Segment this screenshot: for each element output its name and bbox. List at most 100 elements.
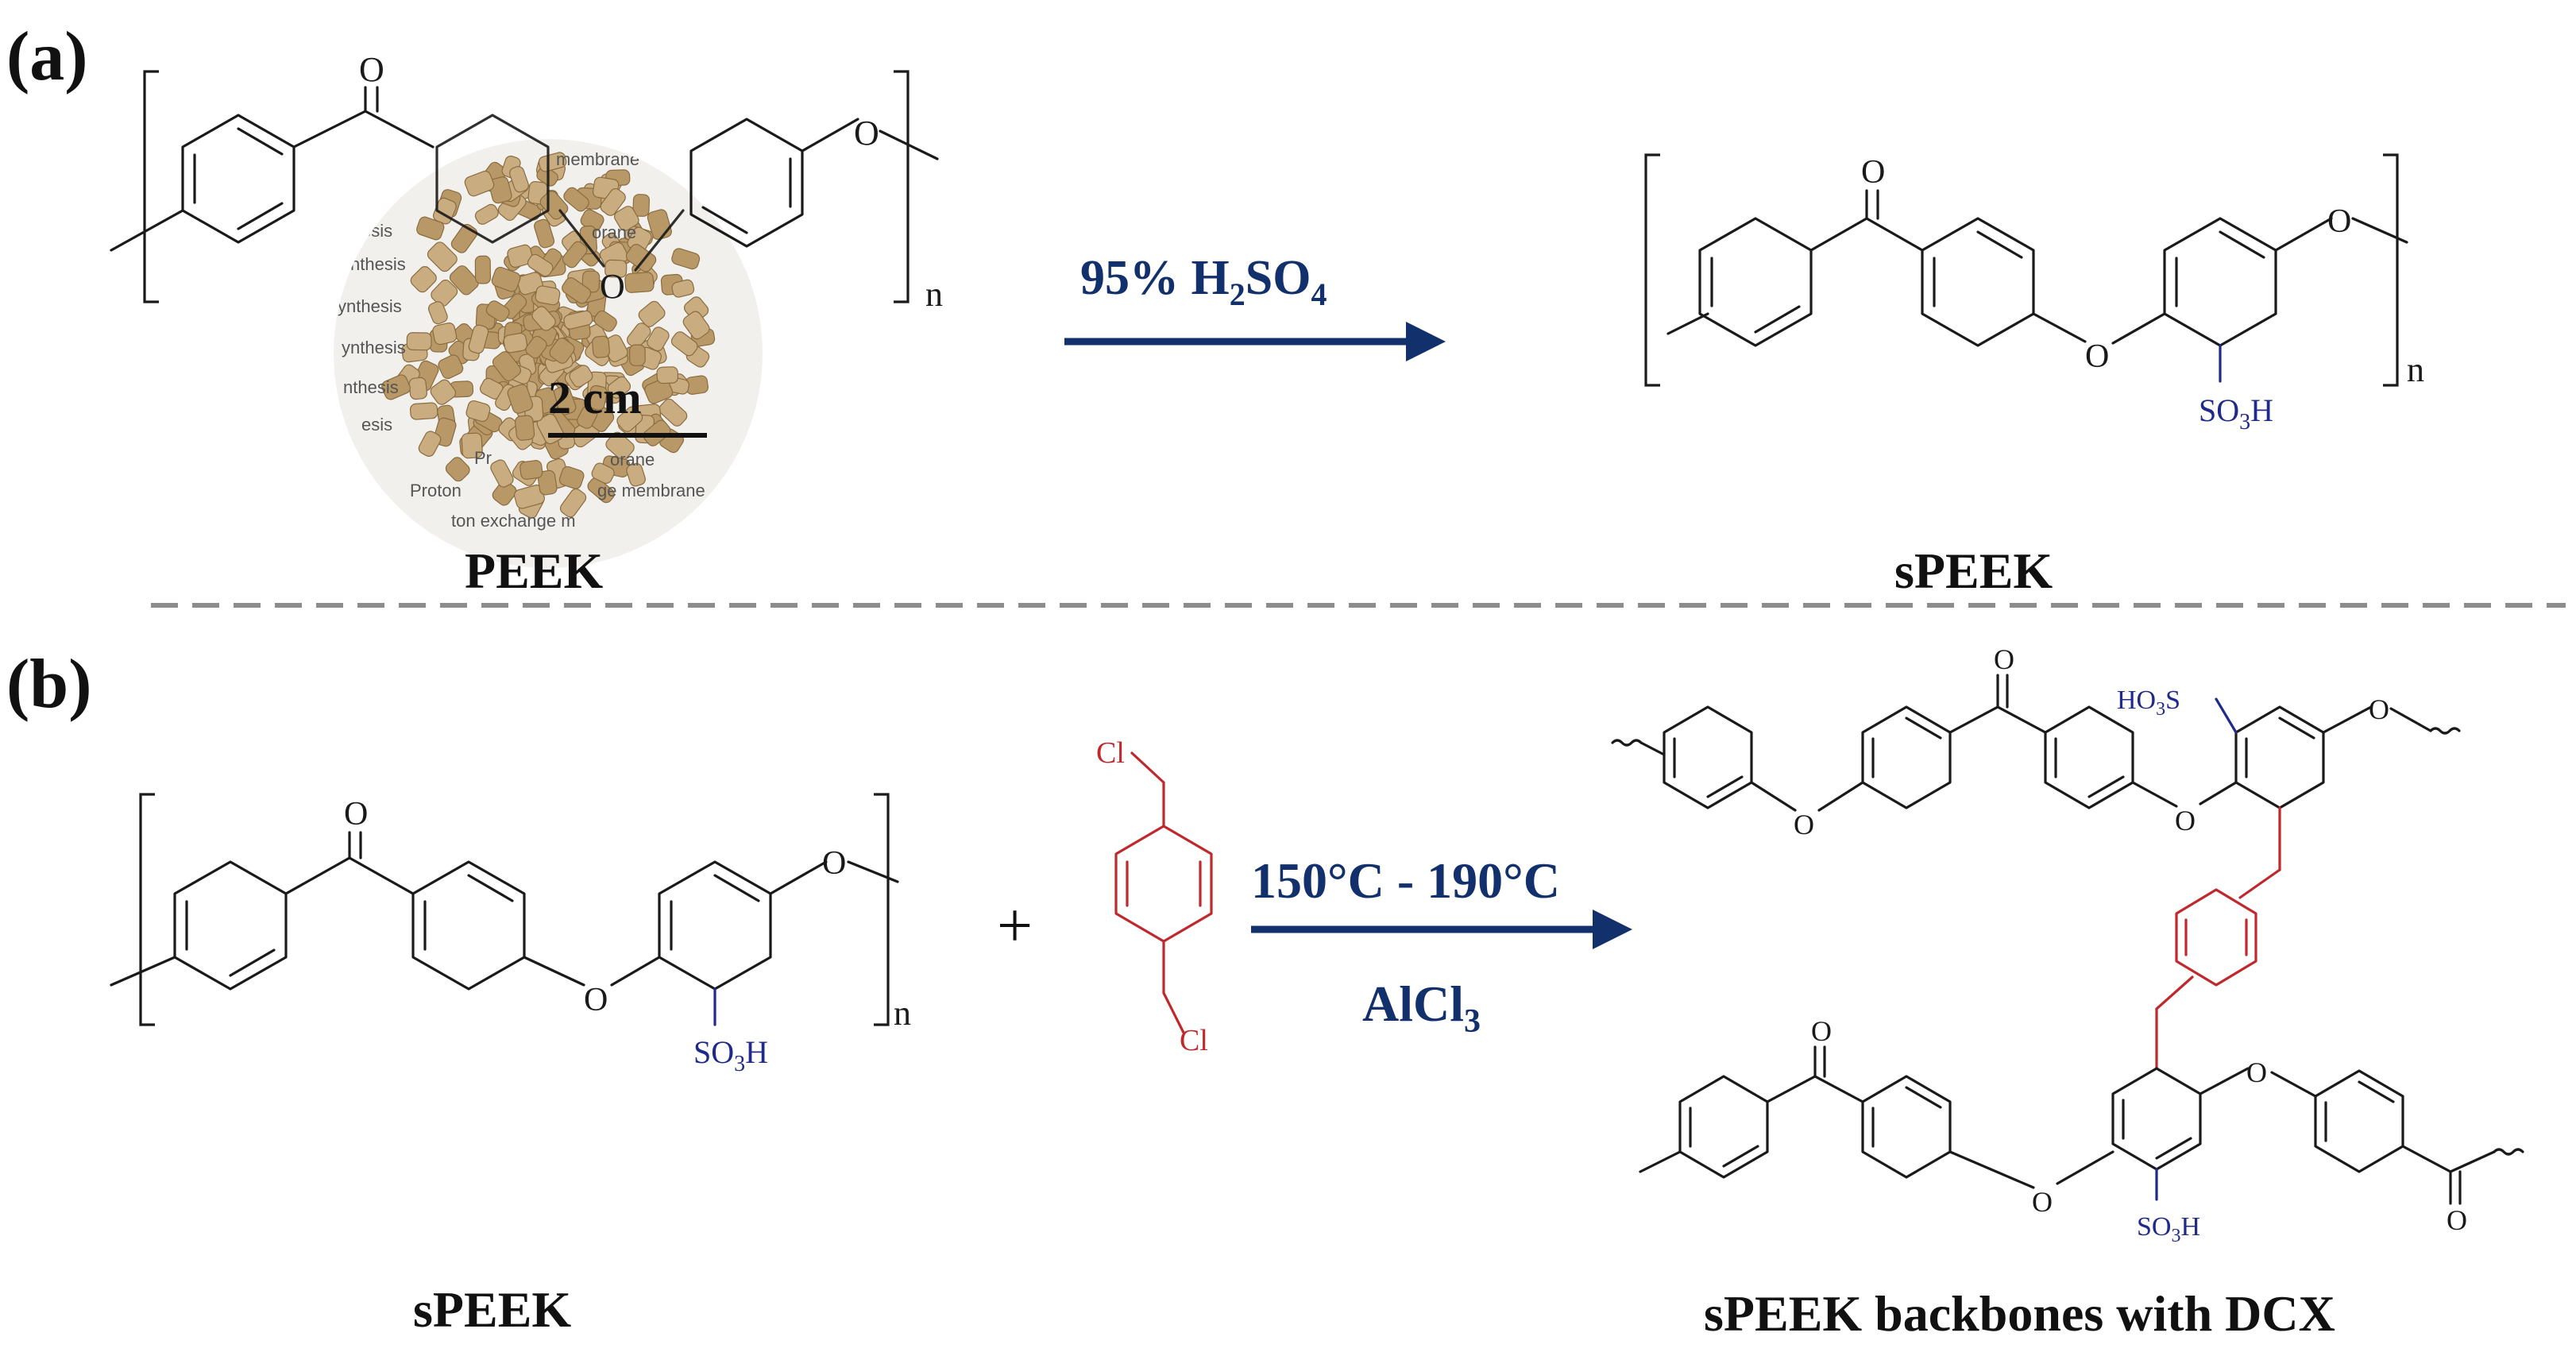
pellet	[509, 166, 529, 193]
pellet	[563, 187, 589, 212]
speek-reactant-b: n O O O SO3H	[110, 793, 911, 1076]
pellet	[593, 310, 617, 332]
pellet	[427, 301, 448, 325]
peek-structure: n O	[110, 50, 943, 314]
pellet	[474, 203, 499, 225]
pellet	[587, 477, 615, 504]
crosslinked-product: O O O O HO3S	[1611, 643, 2524, 1246]
pellet	[416, 216, 445, 241]
ether-o: O	[600, 267, 625, 306]
reagent-b-top: 150°C - 190°C	[1251, 852, 1560, 909]
repeat-index: n	[2407, 350, 2424, 389]
pellet	[406, 332, 432, 351]
photo-text: orane	[592, 222, 636, 242]
pellet	[464, 170, 495, 197]
chlorine: Cl	[1096, 736, 1125, 770]
panel-a-label: (a)	[6, 18, 88, 95]
pellet	[616, 406, 643, 432]
pellet	[569, 365, 593, 388]
pellet	[671, 279, 695, 298]
pellet	[625, 244, 657, 272]
pellet	[410, 266, 437, 293]
pellet	[525, 335, 547, 359]
pellet	[507, 384, 534, 414]
pellet	[489, 176, 512, 204]
pellet	[647, 326, 670, 352]
pellet	[562, 241, 588, 268]
pellet	[600, 187, 626, 216]
pellet	[626, 462, 646, 487]
pellet	[604, 259, 628, 278]
sulfonic-group-top: HO3S	[2117, 686, 2180, 720]
pellet	[507, 244, 534, 268]
pellet	[558, 465, 585, 489]
pellet	[534, 218, 555, 249]
peek-pellet-photo: membrane esis orane ynthesis ynthesis yn…	[334, 114, 763, 568]
photo-text: ynthesis	[342, 254, 406, 274]
pellet	[468, 324, 489, 354]
carbonyl-o: O	[359, 50, 384, 89]
repeat-index: n	[925, 275, 943, 314]
pellet	[474, 255, 492, 284]
photo-text: esis	[361, 221, 392, 241]
pellet	[682, 311, 710, 340]
pellet	[491, 266, 521, 292]
photo-text: Proton	[410, 481, 462, 500]
photo-text: ton exchange m	[451, 511, 576, 531]
pellet	[592, 335, 610, 358]
pellet	[535, 285, 561, 306]
sulfonic-group: SO3H	[2199, 392, 2273, 435]
ether-o: O	[584, 982, 608, 1018]
pellet	[538, 152, 567, 172]
reagent-a: 95% H2SO4	[1080, 251, 1327, 312]
end-o: O	[2369, 693, 2389, 725]
reagent-b-bottom: AlCl3	[1362, 975, 1481, 1040]
end-o: O	[2327, 203, 2351, 240]
pellet	[492, 351, 522, 382]
pellet	[629, 344, 646, 366]
pellet	[445, 457, 470, 482]
pellet	[485, 300, 510, 323]
carbonyl-o: O	[1811, 1015, 1832, 1047]
pellet	[490, 459, 514, 488]
pellet	[450, 223, 478, 253]
carbonyl-o: O	[2447, 1204, 2467, 1236]
speek-name-b: sPEEK	[413, 1281, 571, 1338]
photo-text: ynthesis	[342, 338, 406, 357]
plus-sign: +	[997, 891, 1033, 961]
chlorine: Cl	[1180, 1024, 1208, 1057]
dcx-molecule: Cl Cl	[1096, 736, 1213, 1057]
carbonyl-o: O	[1994, 643, 2014, 675]
pellet	[516, 272, 543, 296]
pellet	[559, 488, 587, 518]
pellet	[644, 378, 674, 404]
ether-o: O	[2032, 1186, 2053, 1218]
pellet	[409, 402, 438, 420]
pellet	[418, 431, 442, 457]
pellet	[577, 405, 598, 429]
pellet	[658, 398, 688, 427]
ether-o: O	[2175, 805, 2196, 836]
pellet	[562, 277, 592, 304]
speek-name-a: sPEEK	[1894, 543, 2053, 599]
arrow-a: 95% H2SO4	[1064, 251, 1446, 361]
repeat-index: n	[894, 994, 911, 1033]
photo-text: orane	[610, 450, 655, 469]
carbonyl-o: O	[1861, 154, 1885, 191]
photo-text: ge membrane	[597, 481, 705, 500]
sulfonic-group-bottom: SO3H	[2137, 1212, 2200, 1246]
pellet	[670, 331, 698, 357]
pellet	[465, 400, 491, 423]
pellet	[656, 366, 679, 384]
pellet	[638, 300, 666, 327]
speek-product-a: n O O O SO3H	[1644, 153, 2424, 435]
pellet	[381, 374, 411, 400]
pellet	[492, 481, 517, 506]
pellet	[438, 354, 464, 380]
peek-name: PEEK	[465, 543, 603, 599]
arrow-b: 150°C - 190°C AlCl3	[1251, 852, 1632, 1040]
pellet	[449, 265, 479, 296]
pellet	[427, 241, 458, 272]
photo-text: Pr	[474, 448, 492, 468]
